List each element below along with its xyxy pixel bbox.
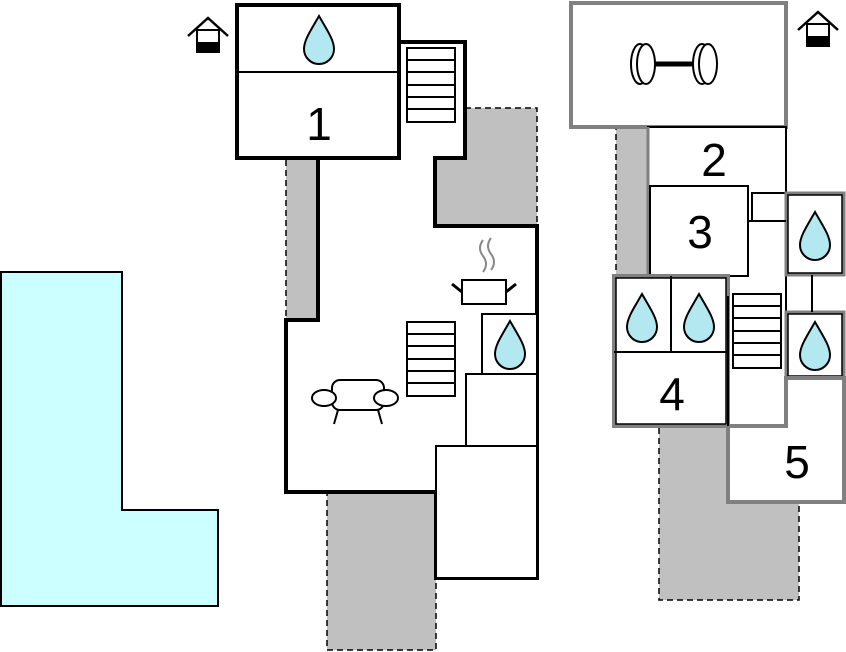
terrace-left-bottom (326, 491, 437, 651)
stairs-icon (406, 321, 456, 397)
room-label-4: 4 (659, 368, 685, 420)
terrace-left-side (285, 157, 319, 321)
stairs-icon (406, 47, 456, 123)
floor-level-icon (186, 16, 230, 54)
room-label-2: 2 (701, 134, 727, 186)
gym-icon (630, 43, 718, 85)
room-label-3: 3 (687, 206, 713, 258)
floor-level-icon (796, 10, 840, 48)
terrace-right-top (615, 125, 649, 277)
pool (0, 271, 219, 607)
kitchen-icon (451, 237, 517, 305)
room-label-1: 1 (306, 98, 332, 150)
room-label-5: 5 (784, 436, 810, 488)
living-room-icon (311, 379, 399, 425)
stairs-icon (732, 293, 782, 369)
